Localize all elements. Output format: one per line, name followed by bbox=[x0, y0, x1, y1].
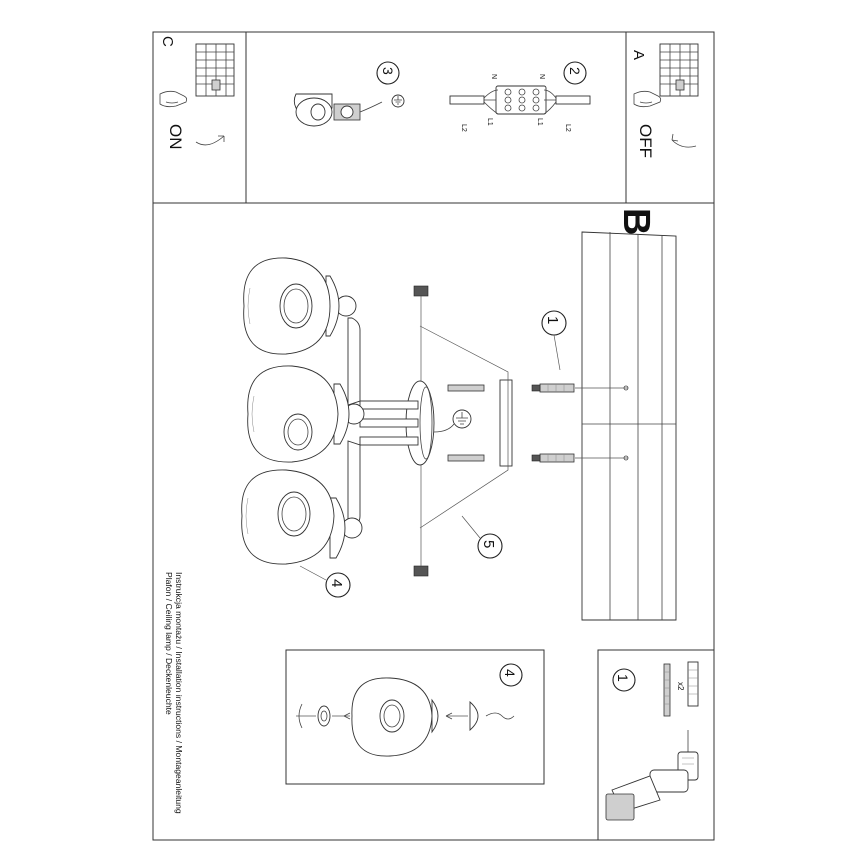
lamp-shade-middle bbox=[247, 365, 365, 463]
svg-text:L1: L1 bbox=[536, 118, 543, 126]
arm-lower bbox=[347, 440, 361, 529]
wall-plug-top bbox=[531, 383, 575, 393]
wall-plug-bottom bbox=[531, 453, 575, 463]
svg-text:L2: L2 bbox=[564, 124, 571, 132]
quantity-label: x2 bbox=[676, 682, 685, 691]
detail-screw bbox=[663, 663, 671, 717]
ceiling-plate bbox=[581, 231, 677, 621]
step-4-badge bbox=[325, 572, 351, 598]
ground-symbol bbox=[452, 409, 472, 429]
arm-top-tube bbox=[359, 400, 419, 410]
bracket-rail bbox=[499, 379, 513, 467]
panel-c: C ON bbox=[159, 36, 235, 150]
arm-upper bbox=[347, 317, 361, 406]
svg-text:2: 2 bbox=[567, 67, 583, 75]
instructions-subtitle: Plafon / Ceiling lamp / Deckenleuchte bbox=[164, 572, 174, 715]
panel-a: A OFF bbox=[630, 43, 699, 158]
step-3-badge bbox=[376, 61, 400, 85]
svg-text:1: 1 bbox=[615, 674, 631, 682]
step-2-wiring: 2 N N L1 L2 L1 L2 bbox=[449, 61, 591, 132]
instructions-title: Instrukcja montażu / Installation instru… bbox=[174, 572, 184, 814]
step-3-ground: 3 bbox=[294, 61, 405, 127]
detail-4-frame bbox=[285, 649, 545, 785]
ground-symbol bbox=[391, 94, 405, 108]
cap-screw-bottom bbox=[413, 565, 429, 577]
detail-4-shade: 4 bbox=[285, 649, 545, 785]
breaker-box-a bbox=[659, 43, 699, 97]
svg-text:L1: L1 bbox=[486, 118, 493, 126]
cap-screw-top bbox=[413, 285, 429, 297]
panel-c-letter: C bbox=[159, 36, 176, 47]
off-label: OFF bbox=[636, 124, 655, 158]
drill-icon bbox=[605, 730, 699, 821]
shade-ring bbox=[317, 705, 331, 727]
detail-4-badge bbox=[499, 663, 523, 687]
svg-text:L2: L2 bbox=[460, 124, 467, 132]
detail-1-badge bbox=[612, 668, 636, 692]
lamp-shade-bottom bbox=[241, 469, 363, 565]
rotate-arrow-icon bbox=[195, 135, 225, 146]
svg-text:4: 4 bbox=[328, 579, 345, 587]
detail-1-frame bbox=[597, 649, 715, 841]
svg-text:4: 4 bbox=[502, 669, 518, 677]
hand-icon bbox=[633, 90, 662, 108]
arm-bottom-tube bbox=[359, 436, 419, 446]
arm-middle-tube bbox=[359, 418, 419, 428]
panel-b-ceiling: B 1 bbox=[541, 208, 677, 621]
detail-1-drill: 1 x2 bbox=[597, 649, 715, 841]
svg-text:1: 1 bbox=[544, 316, 561, 324]
svg-text:5: 5 bbox=[480, 540, 497, 548]
breaker-box-c bbox=[195, 43, 235, 97]
lamp-shade-top bbox=[243, 257, 357, 355]
bracket-screw-top bbox=[447, 384, 485, 392]
step-2-badge bbox=[563, 61, 587, 85]
svg-text:N: N bbox=[538, 74, 545, 79]
lamp-assembly: 5 bbox=[241, 257, 629, 598]
rotate-arrow-icon bbox=[671, 139, 697, 148]
hand-icon bbox=[159, 90, 188, 108]
step-5-badge bbox=[477, 533, 503, 559]
svg-text:N: N bbox=[490, 74, 497, 79]
cable-right bbox=[555, 95, 591, 105]
bracket-screw-bottom bbox=[447, 454, 485, 462]
svg-text:3: 3 bbox=[380, 67, 396, 75]
panel-a-letter: A bbox=[630, 50, 647, 60]
sheet-frame bbox=[152, 31, 715, 841]
detail-wall-plug bbox=[687, 661, 699, 707]
panel-b-letter: B bbox=[615, 208, 657, 235]
cable-left bbox=[449, 95, 485, 105]
lamp-holder bbox=[469, 701, 479, 731]
on-label: ON bbox=[166, 124, 185, 150]
